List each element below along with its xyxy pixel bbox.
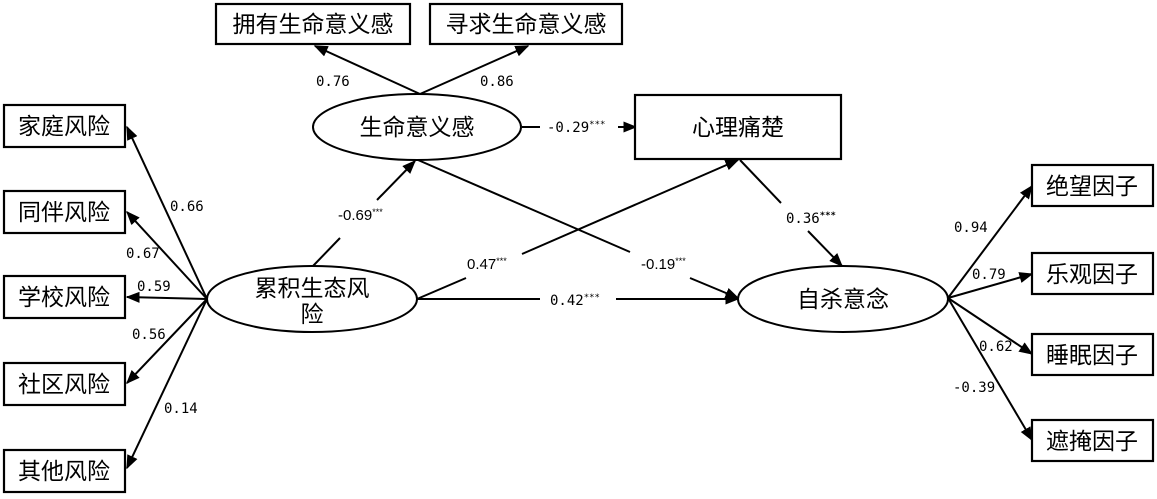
node-label-line2: 险: [301, 302, 324, 328]
node-peer: 同伴风险: [2, 189, 127, 235]
coef-suicide-sleep: 0.62: [979, 339, 1013, 355]
node-label: 拥有生命意义感: [233, 12, 394, 38]
node-label: 同伴风险: [18, 200, 110, 226]
node-label: 寻求生命意义感: [446, 12, 607, 38]
coef-cumrisk-school: 0.59: [137, 279, 171, 295]
coef-meaning-suicide: -0.19***: [641, 256, 686, 273]
edge-cumrisk-school: [125, 291, 208, 303]
node-search: 寻求生命意义感: [428, 2, 624, 46]
node-label: 睡眠因子: [1046, 343, 1138, 369]
node-conceal: 遮掩因子: [1030, 418, 1155, 463]
node-school: 学校风险: [2, 274, 127, 320]
node-sleep: 睡眠因子: [1030, 332, 1155, 377]
node-label: 生命意义感: [360, 115, 475, 141]
node-optimism: 乐观因子: [1030, 251, 1155, 296]
node-cumrisk: 累积生态风 险: [206, 265, 418, 333]
edge-meaning-suicide-a: [417, 159, 631, 253]
edge-suicide-despair: [947, 184, 1033, 299]
coef-cumrisk-other: 0.14: [164, 401, 198, 417]
edge-meaning-presence: [313, 45, 421, 95]
node-other: 其他风险: [2, 448, 127, 494]
coef-meaning-presence: 0.76: [316, 74, 350, 90]
node-label: 乐观因子: [1046, 262, 1138, 288]
edge-cumrisk-meaning-b: [376, 159, 416, 201]
coef-cumrisk-family: 0.66: [170, 199, 204, 215]
edge-cumrisk-meaning-a: [312, 237, 341, 267]
node-despair: 绝望因子: [1030, 163, 1155, 208]
edge-cumrisk-family: [126, 125, 208, 300]
edge-cumrisk-peer: [126, 210, 208, 300]
coef-cumrisk-meaning: -0.69***: [338, 207, 383, 224]
node-label: 学校风险: [18, 285, 110, 311]
edge-suicide-sleep: [947, 297, 1034, 355]
edge-cumrisk-pain-b: [521, 159, 740, 255]
node-pain: 心理痛楚: [633, 93, 843, 161]
coef-cumrisk-pain: 0.47***: [467, 256, 507, 273]
node-suicide: 自杀意念: [737, 265, 949, 333]
edge-pain-suicide-b: [807, 230, 843, 268]
edge-pain-suicide-a: [739, 159, 782, 204]
edge-cumrisk-community: [126, 298, 208, 385]
node-family: 家庭风险: [2, 103, 127, 149]
edge-meaning-suicide-b: [689, 277, 740, 299]
node-label: 社区风险: [18, 372, 110, 398]
edge-cumrisk-pain-a: [416, 277, 467, 300]
coef-suicide-optimism: 0.79: [972, 267, 1006, 283]
node-label: 其他风险: [18, 459, 110, 485]
coef-meaning-pain: -0.29***: [547, 120, 605, 136]
coef-cumrisk-peer: 0.67: [126, 246, 160, 262]
node-label: 家庭风险: [18, 114, 110, 140]
node-label: 心理痛楚: [692, 115, 784, 141]
edges: [125, 45, 1034, 470]
coef-labels: 0.76 0.86 -0.29*** -0.19*** -0.69*** 0.4…: [126, 74, 1013, 417]
edge-suicide-optimism: [947, 272, 1034, 299]
node-label-line1: 累积生态风: [255, 276, 370, 302]
node-label: 绝望因子: [1046, 174, 1138, 200]
edge-suicide-conceal: [947, 297, 1033, 442]
coef-cumrisk-suicide: 0.42***: [550, 293, 600, 309]
node-meaning: 生命意义感: [312, 93, 522, 161]
edge-meaning-search: [419, 45, 530, 95]
coef-suicide-conceal: -0.39: [953, 380, 995, 396]
node-community: 社区风险: [2, 361, 127, 407]
node-label: 自杀意念: [797, 287, 889, 313]
coef-meaning-search: 0.86: [480, 74, 514, 90]
node-presence: 拥有生命意义感: [214, 2, 412, 46]
node-label: 遮掩因子: [1046, 429, 1138, 455]
coef-cumrisk-community: 0.56: [132, 327, 166, 343]
edge-cumrisk-other: [126, 298, 208, 470]
coef-pain-suicide: 0.36***: [786, 211, 836, 227]
coef-suicide-despair: 0.94: [954, 220, 988, 236]
